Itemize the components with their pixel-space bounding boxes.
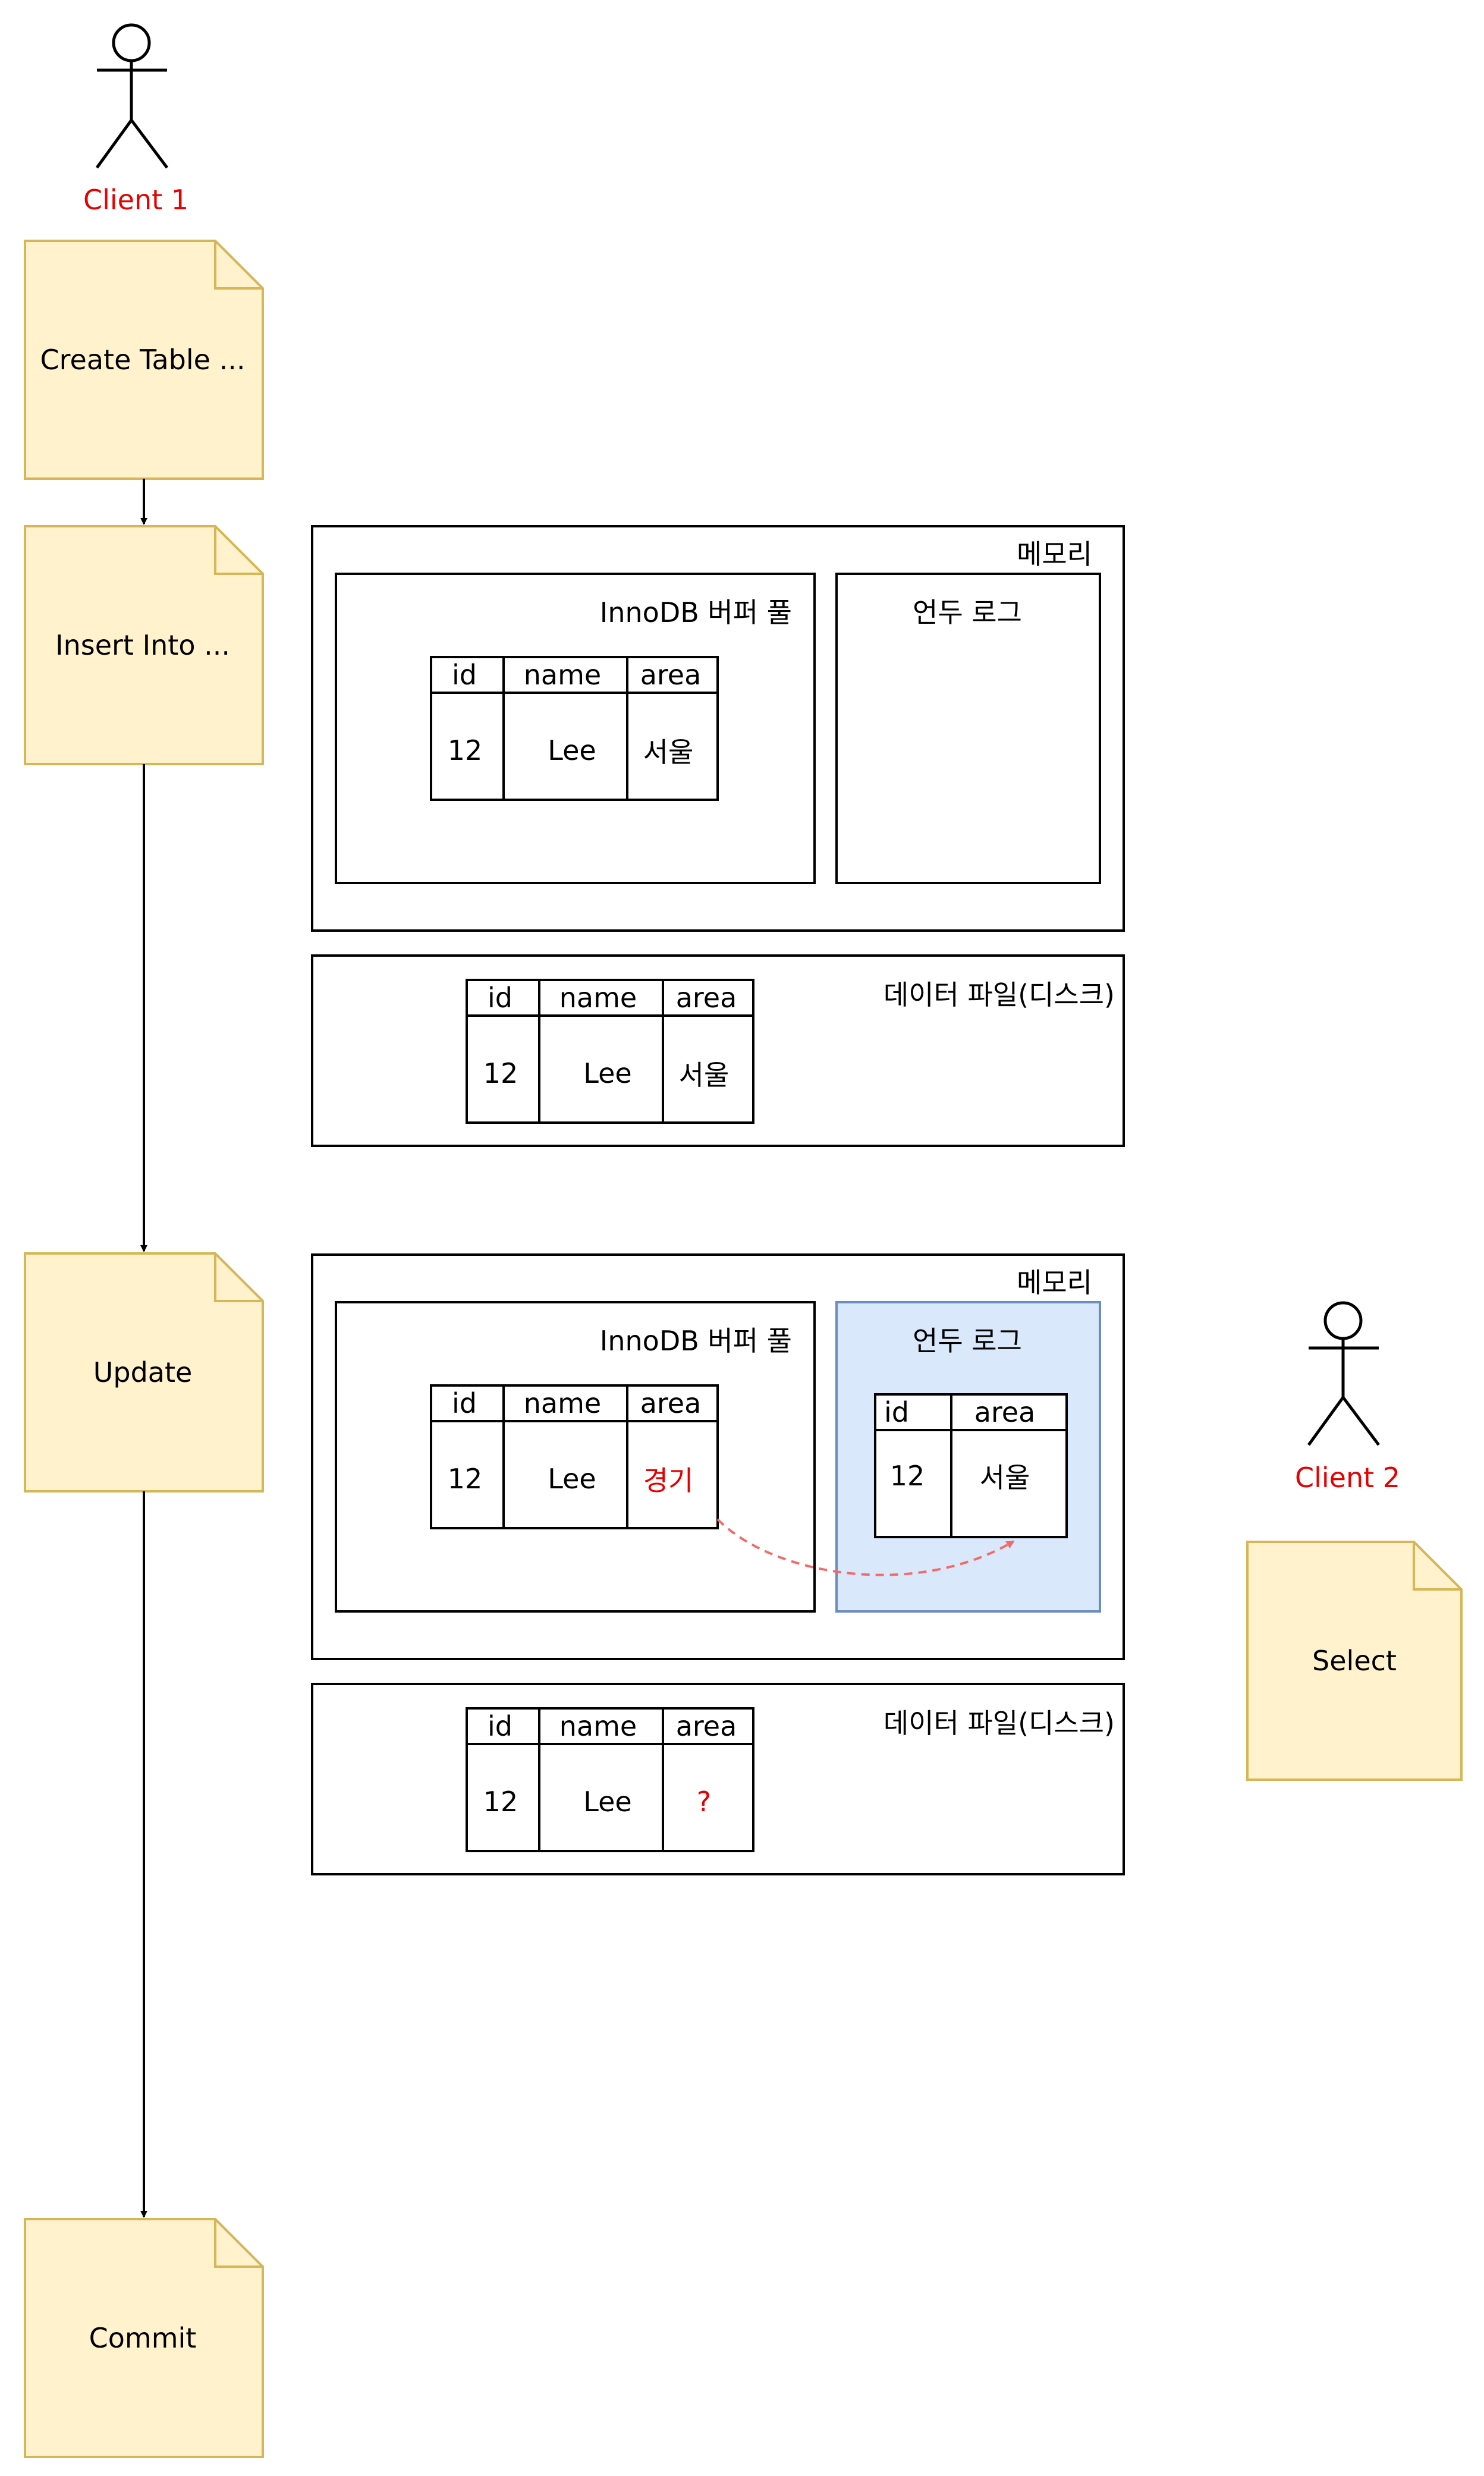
disk-title-2: 데이터 파일(디스크) <box>883 1707 1115 1739</box>
buffer1-cell-area: 서울 <box>643 736 694 768</box>
disk-table-2-grid <box>466 1707 754 1852</box>
note-create-text: Create Table ... <box>40 344 246 376</box>
disk1-cell-id: 12 <box>483 1057 518 1089</box>
buffer-pool-title-1: InnoDB 버퍼 풀 <box>599 596 792 629</box>
undo-header-id: id <box>884 1396 909 1428</box>
buffer1-header-name: name <box>523 659 602 691</box>
buffer2-cell-area-changed: 경기 <box>643 1465 694 1497</box>
buffer2-header-id: id <box>452 1387 477 1419</box>
client2-figure <box>1307 1301 1380 1446</box>
buffer2-header-name: name <box>523 1387 602 1419</box>
buffer2-header-area: area <box>640 1387 702 1419</box>
disk1-header-name: name <box>559 982 637 1014</box>
note-commit-text: Commit <box>89 2322 197 2354</box>
undo-log-title-1: 언두 로그 <box>913 596 1022 629</box>
undo-table-grid <box>874 1393 1068 1538</box>
disk1-header-id: id <box>488 982 513 1014</box>
buffer1-cell-name: Lee <box>548 734 596 766</box>
undo-log-title-2: 언두 로그 <box>913 1325 1022 1357</box>
undo-cell-area: 서울 <box>979 1462 1030 1494</box>
disk-title-1: 데이터 파일(디스크) <box>883 979 1115 1011</box>
disk2-header-id: id <box>488 1710 513 1742</box>
buffer1-header-area: area <box>640 659 702 691</box>
disk2-cell-id: 12 <box>483 1786 518 1818</box>
buffer-table-1-grid <box>430 656 719 801</box>
buffer-pool-title-2: InnoDB 버퍼 풀 <box>599 1325 792 1357</box>
disk2-header-area: area <box>675 1710 737 1742</box>
client1-label: Client 1 <box>83 184 189 216</box>
disk1-cell-name: Lee <box>583 1057 632 1089</box>
note-update-shape <box>24 1252 264 1492</box>
note-select-text: Select <box>1312 1645 1397 1677</box>
memory-title-1: 메모리 <box>1017 538 1092 570</box>
buffer-table-2-grid <box>430 1384 719 1529</box>
disk2-cell-area-unknown: ? <box>696 1786 712 1818</box>
note-create-shape <box>24 240 264 480</box>
note-insert-shape <box>24 525 264 765</box>
note-update-text: Update <box>93 1356 193 1388</box>
disk-table-1-grid <box>466 979 754 1124</box>
undo-header-area: area <box>974 1396 1036 1428</box>
buffer2-cell-id: 12 <box>447 1463 483 1495</box>
undo-log-box-1 <box>835 573 1101 884</box>
buffer2-cell-name: Lee <box>548 1463 596 1495</box>
note-commit-shape <box>24 2218 264 2458</box>
note-select-shape <box>1246 1541 1463 1781</box>
buffer1-cell-id: 12 <box>447 734 483 766</box>
undo-copy-arrow <box>716 1518 1015 1576</box>
client2-label: Client 2 <box>1295 1462 1401 1494</box>
disk2-cell-name: Lee <box>583 1786 632 1818</box>
disk1-cell-area: 서울 <box>678 1059 730 1091</box>
disk1-header-area: area <box>675 982 737 1014</box>
undo-cell-id: 12 <box>889 1460 925 1492</box>
disk2-header-name: name <box>559 1710 637 1742</box>
client1-figure <box>95 23 168 169</box>
buffer1-header-id: id <box>452 659 477 691</box>
note-insert-text: Insert Into ... <box>55 629 230 661</box>
memory-title-2: 메모리 <box>1017 1267 1092 1299</box>
